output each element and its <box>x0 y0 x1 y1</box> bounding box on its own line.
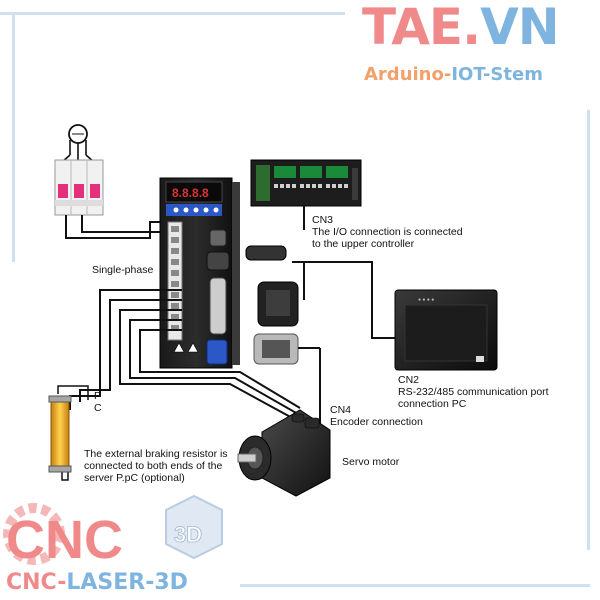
brand-tagline: Arduino-IOT-Stem <box>364 64 543 85</box>
cn2-desc-line2: connection PC <box>398 398 467 410</box>
cnc-logo-3d: 3D <box>174 522 202 547</box>
cn2-cable <box>304 261 400 339</box>
cn3-title: CN3 <box>312 214 334 226</box>
brake-desc-line2: connected to both ends of the <box>84 460 223 472</box>
servo-drive-icon: 8.8.8.8 <box>159 177 240 369</box>
touch-panel-icon: ● ● ● ● <box>394 289 498 371</box>
brake-desc-line1: The external braking resistor is <box>84 448 228 460</box>
footer-brand: CNC-LASER-3D <box>6 570 188 595</box>
cn3-label: CN3 The I/O connection is connected to t… <box>312 214 463 250</box>
cn2-label: CN2 RS-232/485 communication port connec… <box>398 374 549 410</box>
terminal-c-label: C <box>94 402 102 414</box>
label-single-phase: Single-phase <box>92 264 154 276</box>
brake-desc-line3: server P.pC (optional) <box>84 472 185 484</box>
cn2-desc-line1: RS-232/485 communication port <box>398 386 549 398</box>
frame-line-top <box>0 12 345 15</box>
frame-line-bottom <box>240 584 590 587</box>
tagline-part-a: Arduino- <box>364 64 452 85</box>
footer-part-b: LASER-3D <box>66 570 188 595</box>
footer-part-a: CNC- <box>6 570 67 595</box>
servo-motor-icon <box>237 409 331 497</box>
cn4-title: CN4 <box>330 404 352 416</box>
plc-controller-icon <box>250 159 362 207</box>
cn3-desc-line1: The I/O connection is connected <box>312 226 463 238</box>
logo-dot: . <box>462 0 481 56</box>
brake-resistor-label: The external braking resistor is connect… <box>84 448 228 484</box>
cn4-desc-line1: Encoder connection <box>330 416 423 428</box>
db-connector-icon <box>245 245 320 365</box>
cn3-desc-line2: to the upper controller <box>312 238 415 250</box>
tagline-part-b: IOT-Stem <box>451 64 543 85</box>
cn2-title: CN2 <box>398 374 420 386</box>
circuit-breaker-icon <box>54 124 104 216</box>
logo-part2: VN <box>480 0 560 56</box>
terminal-p-label: P <box>94 390 102 402</box>
brake-resistor-icon <box>48 385 89 481</box>
frame-line-left <box>12 12 15 262</box>
svg-text:● ● ● ●: ● ● ● ● <box>418 297 434 303</box>
logo-part1: TAE <box>362 0 463 56</box>
cnc-logo-text: CNC <box>6 510 123 570</box>
cn4-label: CN4 Encoder connection <box>330 404 423 428</box>
svg-text:8.8.8.8: 8.8.8.8 <box>172 186 209 200</box>
brand-logo: TAE.VN <box>362 0 560 56</box>
frame-line-right <box>587 110 590 550</box>
power-wires <box>65 215 162 239</box>
cnc-logo-icon: CNC 3D <box>3 494 223 570</box>
servo-motor-label: Servo motor <box>342 456 400 468</box>
